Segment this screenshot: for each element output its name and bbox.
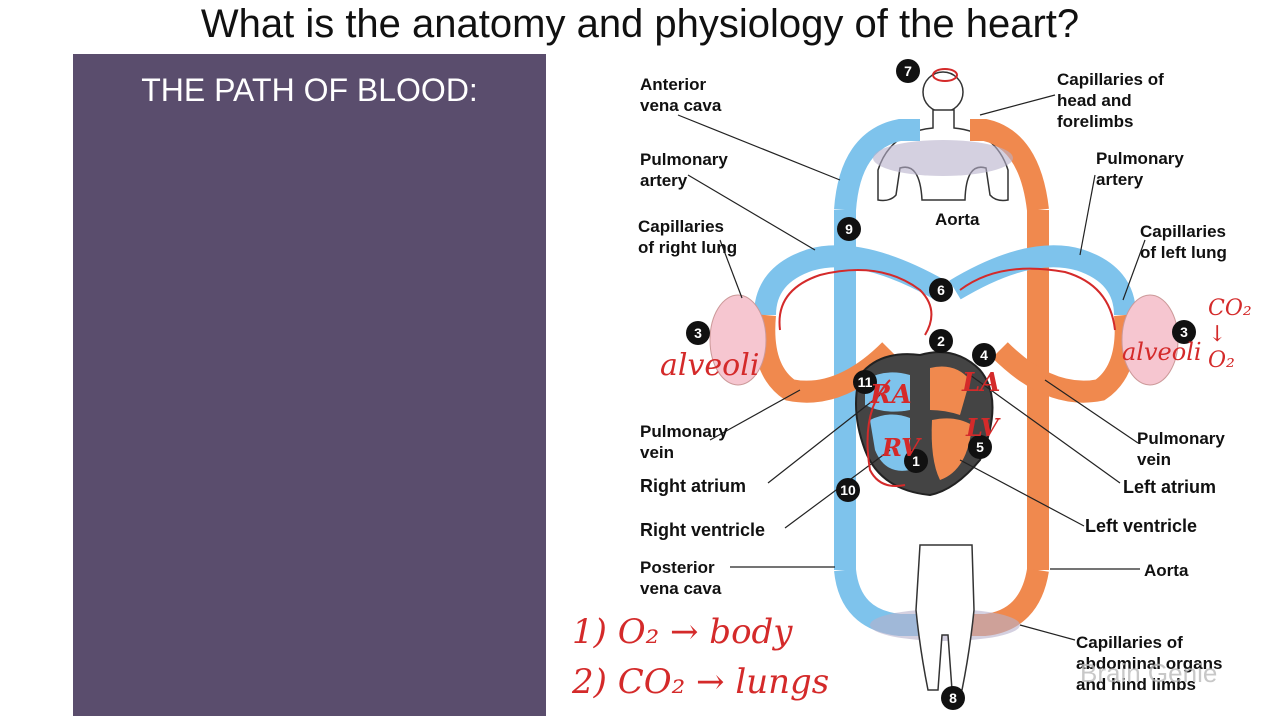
annotation-rv: RV <box>882 433 920 462</box>
panel-title: THE PATH OF BLOOD: <box>141 72 478 108</box>
label-anterior-vena-cava: Anterior vena cava <box>640 75 722 115</box>
label-aorta-bottom: Aorta <box>1144 561 1189 580</box>
label-capillaries-right-lung: Capillaries of right lung <box>638 217 738 257</box>
path-of-blood-panel: THE PATH OF BLOOD: <box>73 54 546 716</box>
label-capillaries-abdominal: Capillaries of abdominal organs and hind… <box>1076 633 1223 694</box>
label-left-ventricle: Left ventricle <box>1085 516 1198 536</box>
marker-8: 8 <box>941 686 965 710</box>
label-pulmonary-vein-left: Pulmonary vein <box>640 422 728 462</box>
annotation-note-2: 2) CO₂ → lungs <box>572 662 830 702</box>
marker-9: 9 <box>837 217 861 241</box>
label-pulmonary-artery-left: Pulmonary artery <box>640 150 728 190</box>
label-right-atrium: Right atrium <box>640 476 746 496</box>
marker-2: 2 <box>929 329 953 353</box>
marker-3-left: 3 <box>686 321 710 345</box>
marker-11: 11 <box>853 370 877 394</box>
label-capillaries-head: Capillaries of head and forelimbs <box>1057 70 1164 131</box>
annotation-alveoli-right: alveoli <box>1122 338 1202 366</box>
marker-3-right: 3 <box>1172 320 1196 344</box>
label-aorta-top: Aorta <box>935 210 980 229</box>
marker-4: 4 <box>972 343 996 367</box>
label-left-atrium: Left atrium <box>1123 477 1217 497</box>
marker-5: 5 <box>968 435 992 459</box>
annotation-co2-o2: CO₂ ↓ O₂ <box>1208 296 1252 373</box>
marker-10: 10 <box>836 478 860 502</box>
annotation-ra: RA <box>870 380 912 410</box>
label-pulmonary-vein-right: Pulmonary vein <box>1137 429 1225 469</box>
annotation-lv: LV <box>966 413 999 442</box>
marker-1: 1 <box>904 449 928 473</box>
page-title: What is the anatomy and physiology of th… <box>200 2 1080 46</box>
annotation-note-1: 1) O₂ → body <box>572 612 793 652</box>
annotation-la: LA <box>962 368 1001 398</box>
label-capillaries-left-lung: Capillaries of left lung <box>1140 222 1227 262</box>
label-right-ventricle: Right ventricle <box>640 520 766 540</box>
label-pulmonary-artery-right: Pulmonary artery <box>1096 149 1184 189</box>
marker-7: 7 <box>896 59 920 83</box>
marker-6: 6 <box>929 278 953 302</box>
circulation-diagram <box>677 68 1179 691</box>
annotation-alveoli-left: alveoli <box>660 348 760 383</box>
watermark: Brain Genie <box>1080 658 1218 688</box>
label-posterior-vena-cava: Posterior vena cava <box>640 558 722 598</box>
